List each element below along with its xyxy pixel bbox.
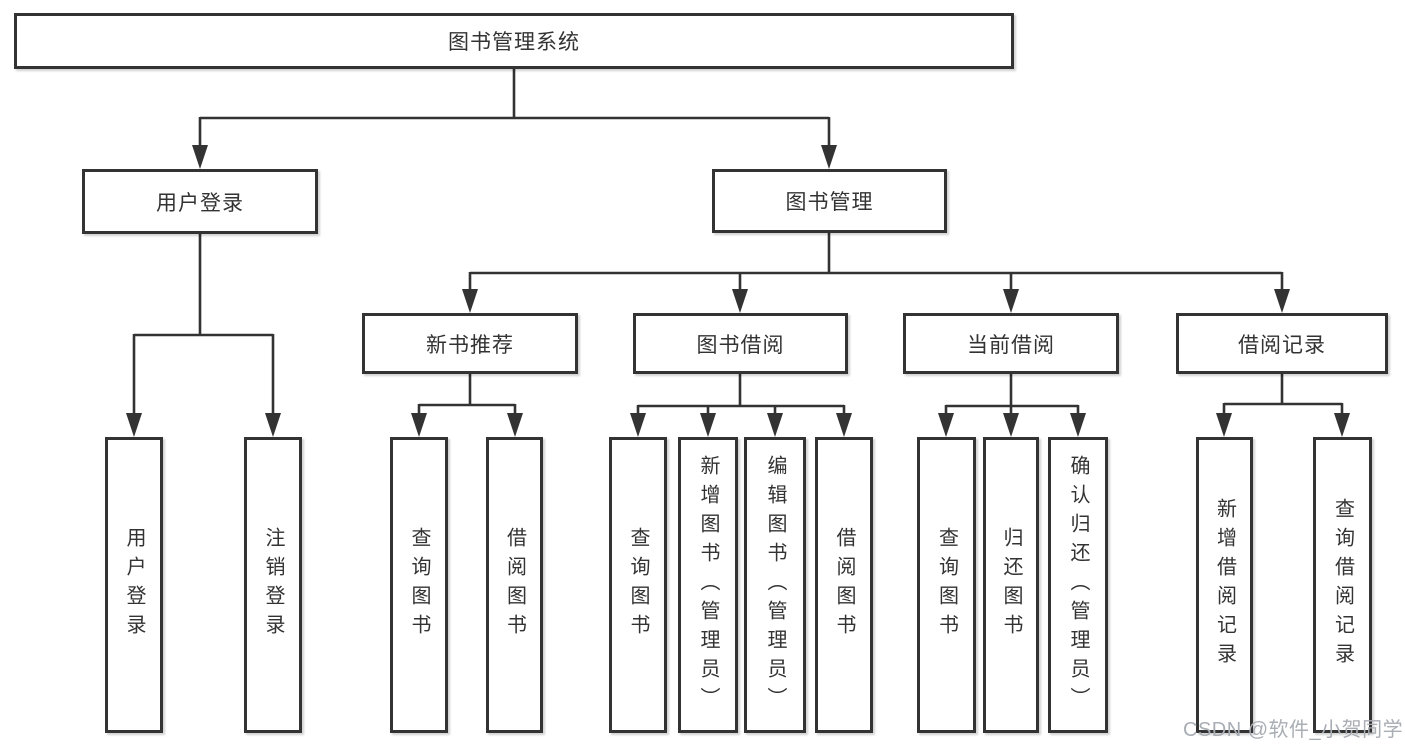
node-label: 用户登录 [123, 527, 145, 643]
node-label: 确认归还（管理员） [1067, 454, 1089, 716]
node-label: 新增图书（管理员） [697, 454, 719, 716]
arrowhead-icon [507, 413, 523, 437]
node-label: 新增借阅记录 [1213, 498, 1236, 672]
connector-current-borrow [938, 373, 1086, 437]
arrowhead-icon [836, 413, 852, 437]
node-label: 图书借阅 [696, 333, 785, 357]
node-label: 图书管理 [785, 191, 874, 214]
arrowhead-icon [265, 413, 281, 437]
arrowhead-icon [192, 145, 208, 169]
node-label: 注销登录 [262, 527, 284, 643]
node-borrow-records: 借阅记录 [1176, 313, 1388, 374]
leaf-logout: 注销登录 [244, 437, 302, 733]
arrowhead-icon [630, 413, 646, 437]
arrowhead-icon [462, 289, 478, 313]
connector-book-borrow [630, 373, 852, 437]
arrowhead-icon [1274, 289, 1290, 313]
node-new-book-recommend: 新书推荐 [362, 313, 578, 374]
csdn-watermark: CSDN @软件_小贺同学 [1183, 719, 1404, 741]
leaf-query-books-recommend: 查询图书 [390, 437, 448, 733]
node-user-login: 用户登录 [82, 169, 318, 234]
leaf-borrow-books-recommend: 借阅图书 [486, 437, 543, 733]
node-label: 借阅图书 [833, 527, 855, 643]
arrowhead-icon [938, 413, 954, 437]
arrowhead-icon [1003, 413, 1019, 437]
arrowhead-icon [1070, 413, 1086, 437]
node-current-borrow: 当前借阅 [903, 313, 1119, 374]
arrowhead-icon [411, 413, 427, 437]
arrowhead-icon [767, 413, 783, 437]
arrowhead-icon [732, 289, 748, 313]
node-label: 编辑图书（管理员） [764, 454, 786, 716]
connector-new-book-recommend [411, 373, 523, 437]
arrowhead-icon [1003, 289, 1019, 313]
node-label: 借阅记录 [1238, 333, 1326, 357]
node-label: 查询借阅记录 [1331, 498, 1354, 672]
arrowhead-icon [126, 413, 142, 437]
node-label: 查询图书 [408, 527, 430, 643]
node-label: 当前借阅 [967, 333, 1055, 357]
node-label: 图书管理系统 [448, 31, 580, 54]
leaf-add-books-admin: 新增图书（管理员） [678, 437, 738, 733]
leaf-return-books: 归还图书 [983, 437, 1039, 733]
leaf-query-books-borrow: 查询图书 [609, 437, 667, 733]
connector-borrow-records [1216, 373, 1350, 437]
node-label: 查询图书 [935, 527, 958, 643]
connector-book-management [462, 232, 1290, 313]
node-label: 用户登录 [156, 191, 244, 215]
arrowhead-icon [700, 413, 716, 437]
node-label: 查询图书 [627, 527, 649, 643]
node-label: 借阅图书 [503, 527, 526, 643]
leaf-edit-books-admin: 编辑图书（管理员） [744, 437, 806, 733]
node-book-borrow: 图书借阅 [633, 313, 848, 374]
connector-root [192, 68, 837, 169]
node-label: 新书推荐 [426, 333, 514, 357]
node-library-system: 图书管理系统 [14, 13, 1014, 69]
arrowhead-icon [1216, 413, 1232, 437]
arrowhead-icon [821, 145, 837, 169]
leaf-query-books-current: 查询图书 [917, 437, 976, 733]
leaf-user-login: 用户登录 [105, 437, 163, 733]
leaf-borrow-books: 借阅图书 [815, 437, 873, 733]
leaf-query-borrow-record: 查询借阅记录 [1313, 437, 1372, 733]
leaf-add-borrow-record: 新增借阅记录 [1196, 437, 1253, 733]
leaf-confirm-return-admin: 确认归还（管理员） [1048, 437, 1108, 733]
node-book-management: 图书管理 [712, 169, 947, 233]
node-label: 归还图书 [1000, 527, 1022, 643]
connector-user-login [126, 233, 281, 437]
arrowhead-icon [1334, 413, 1350, 437]
